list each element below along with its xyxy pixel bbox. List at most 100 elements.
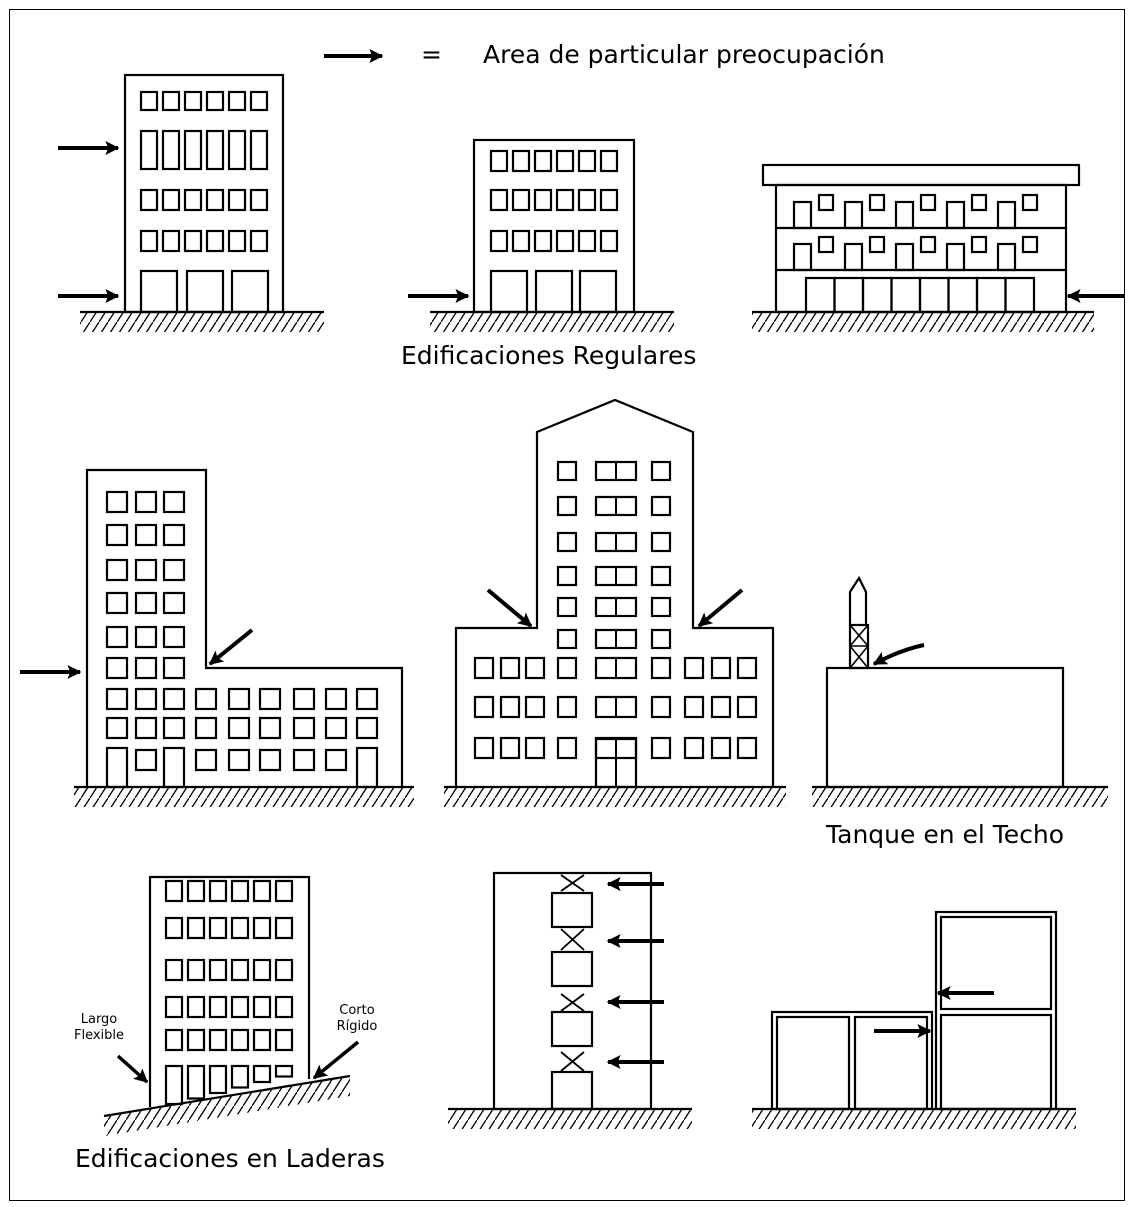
window: [324, 687, 348, 711]
window: [868, 193, 886, 212]
door: [578, 269, 618, 314]
legend-equals: =: [421, 40, 442, 69]
window: [162, 656, 186, 680]
window: [556, 656, 578, 680]
door: [534, 269, 574, 314]
window: [555, 229, 575, 253]
note-rigid: Rígido: [336, 1018, 378, 1034]
window: [324, 716, 348, 740]
window: [162, 716, 186, 740]
window: [162, 558, 186, 582]
arrow-icon: [116, 1054, 149, 1084]
door: [252, 1064, 272, 1084]
window: [227, 687, 251, 711]
window: [489, 188, 509, 212]
window: [134, 716, 158, 740]
window: [710, 736, 732, 760]
window: [205, 129, 225, 171]
window: [205, 229, 225, 253]
window: [208, 879, 228, 903]
window: [650, 736, 672, 760]
window: [186, 916, 206, 940]
window: [227, 748, 251, 772]
adjacent-buildings: [752, 910, 1076, 1129]
window: [252, 958, 272, 982]
window: [183, 229, 203, 253]
window: [292, 748, 316, 772]
arrow-icon: [312, 1040, 360, 1080]
window: [556, 695, 578, 719]
window: [499, 656, 521, 680]
door: [890, 276, 922, 314]
window: [577, 229, 597, 253]
window: [996, 242, 1017, 272]
window: [555, 188, 575, 212]
window: [162, 523, 186, 547]
door: [975, 276, 1007, 314]
window: [556, 565, 578, 587]
window: [868, 235, 886, 254]
window: [473, 736, 495, 760]
window: [164, 1028, 184, 1052]
window: [252, 995, 272, 1019]
window: [274, 879, 294, 903]
window: [105, 625, 129, 649]
window: [599, 188, 619, 212]
window: [324, 748, 348, 772]
window: [230, 958, 250, 982]
door: [164, 1064, 184, 1106]
window: [489, 149, 509, 173]
window: [105, 656, 129, 680]
window: [736, 736, 758, 760]
window: [556, 736, 578, 760]
window: [511, 188, 531, 212]
window: [258, 748, 282, 772]
window: [162, 687, 186, 711]
window: [249, 229, 269, 253]
window: [533, 229, 553, 253]
window: [355, 716, 379, 740]
tower-on-podium-building: [444, 398, 786, 807]
window: [194, 687, 218, 711]
window: [555, 149, 575, 173]
window: [919, 235, 937, 254]
window: [996, 200, 1017, 230]
window: [499, 695, 521, 719]
window: [650, 656, 672, 680]
window: [556, 460, 578, 482]
window: [524, 656, 546, 680]
arrow-icon: [208, 628, 254, 666]
window: [556, 531, 578, 553]
window: [683, 736, 705, 760]
window: [292, 716, 316, 740]
window: [252, 916, 272, 940]
window: [105, 716, 129, 740]
caption-hillside-buildings: Edificaciones en Laderas: [75, 1144, 385, 1173]
arrow-icon: [486, 588, 533, 628]
window: [134, 748, 158, 772]
window: [650, 531, 672, 553]
window: [161, 129, 181, 171]
window: [139, 90, 159, 112]
window: [227, 229, 247, 253]
window: [208, 1028, 228, 1052]
window: [194, 716, 218, 740]
bracing-line: [560, 928, 585, 951]
regular-building-3: [752, 163, 1094, 332]
window: [817, 235, 835, 254]
column: [550, 891, 594, 929]
window: [473, 656, 495, 680]
door: [139, 269, 179, 314]
window: [736, 695, 758, 719]
window: [355, 687, 379, 711]
window: [186, 995, 206, 1019]
note-short: Corto: [339, 1003, 375, 1018]
window: [134, 656, 158, 680]
window: [650, 596, 672, 618]
door: [105, 746, 129, 789]
window: [650, 565, 672, 587]
window: [249, 129, 269, 171]
window: [292, 687, 316, 711]
window: [105, 558, 129, 582]
